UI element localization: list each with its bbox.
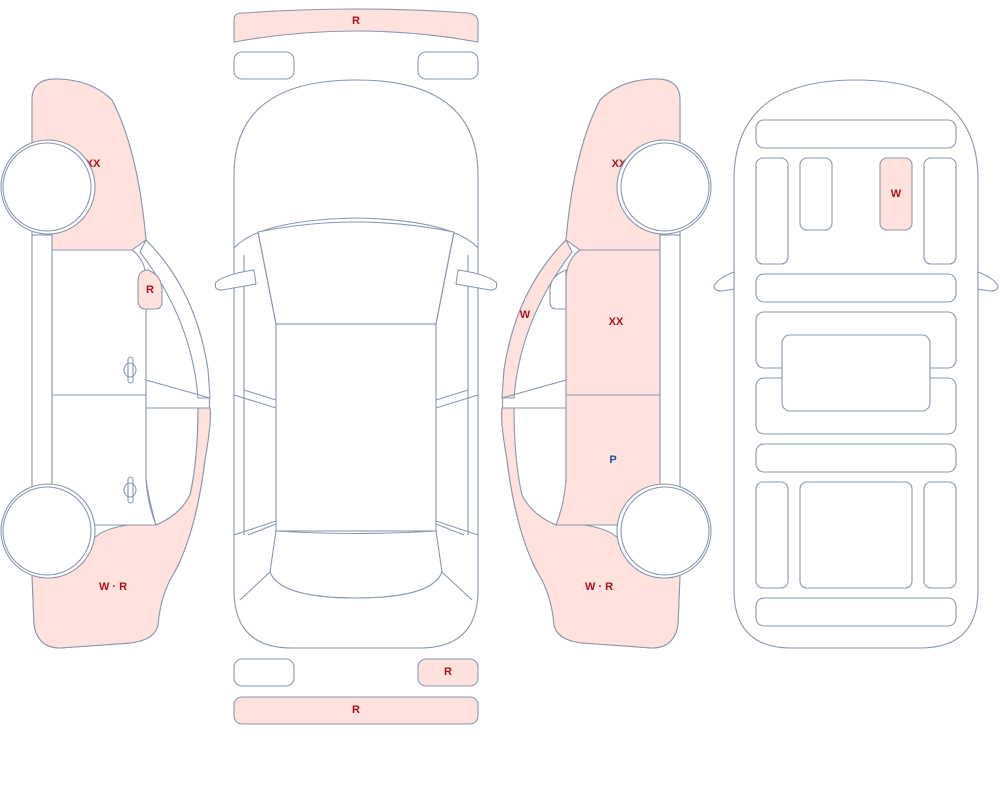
right-a-pillar[interactable] (501, 239, 573, 399)
hood-line (233, 217, 479, 249)
front-right-seat-label: W (891, 188, 902, 200)
right-mirror-top[interactable] (455, 269, 498, 291)
trunk-floor[interactable] (799, 481, 913, 589)
front-right-seat[interactable] (879, 157, 913, 231)
left-rear-handle-cup (123, 482, 137, 498)
right-front-door-label: XX (609, 316, 624, 328)
left-rear-quarter-label: W · R (99, 581, 127, 593)
left-mirror[interactable] (137, 269, 163, 310)
rear-bumper[interactable] (233, 696, 479, 725)
right-front-wheel[interactable] (620, 142, 710, 232)
right-a-pillar-label: W (520, 309, 531, 321)
left-door-split (233, 389, 277, 409)
dashboard[interactable] (755, 119, 957, 149)
left-side-line (243, 231, 277, 535)
right-rear-pillar (435, 520, 479, 536)
right-rear-quarter-label: W · R (585, 581, 613, 593)
front-right-headlight[interactable] (417, 51, 479, 80)
front-bumper-label: R (352, 15, 360, 27)
center-console[interactable] (755, 273, 957, 303)
interior-left-mirror[interactable] (713, 271, 735, 292)
trunk-right-panel[interactable] (923, 481, 957, 589)
left-front-door-handle[interactable] (127, 356, 134, 384)
rear-left-light[interactable] (233, 658, 295, 687)
rear-shelf[interactable] (755, 443, 957, 473)
right-side-view: XX W XX P W · R (501, 78, 712, 649)
left-rear-door-handle[interactable] (127, 476, 134, 504)
right-rear-door-label: P (609, 454, 616, 466)
front-right-door-panel[interactable] (923, 157, 957, 265)
interior-view: W (713, 79, 999, 649)
left-front-door[interactable] (51, 249, 147, 396)
front-bumper[interactable] (233, 8, 479, 43)
rear-bumper-label: R (352, 704, 360, 716)
left-rear-pillar (233, 520, 277, 536)
right-door-split (435, 389, 479, 409)
trunk-lines (239, 571, 473, 601)
trunk-left-panel[interactable] (755, 481, 789, 589)
front-left-door-panel[interactable] (755, 157, 789, 265)
front-left-seat[interactable] (799, 157, 833, 231)
left-front-wheel[interactable] (2, 142, 92, 232)
left-rear-wheel[interactable] (2, 486, 92, 576)
rear-window[interactable] (269, 530, 443, 599)
right-mirror[interactable] (549, 269, 567, 310)
left-mirror-label: R (146, 284, 154, 296)
roof[interactable] (275, 323, 437, 532)
rear-bench[interactable] (781, 334, 931, 412)
left-mirror-top[interactable] (214, 269, 257, 291)
windshield[interactable] (257, 221, 455, 325)
left-a-pillar[interactable] (139, 239, 211, 399)
rear-right-light[interactable] (417, 658, 479, 687)
interior-right-mirror[interactable] (977, 271, 999, 292)
right-rear-wheel[interactable] (620, 486, 710, 576)
rear-right-light-label: R (444, 666, 452, 678)
right-side-line (435, 231, 469, 535)
left-rocker[interactable] (31, 234, 53, 496)
left-side-view: XX W · R R (0, 78, 211, 649)
left-front-handle-cup (123, 362, 137, 378)
front-left-headlight[interactable] (233, 51, 295, 80)
top-view: R R R (214, 8, 498, 725)
right-rocker[interactable] (659, 234, 681, 496)
rear-panel[interactable] (755, 597, 957, 627)
